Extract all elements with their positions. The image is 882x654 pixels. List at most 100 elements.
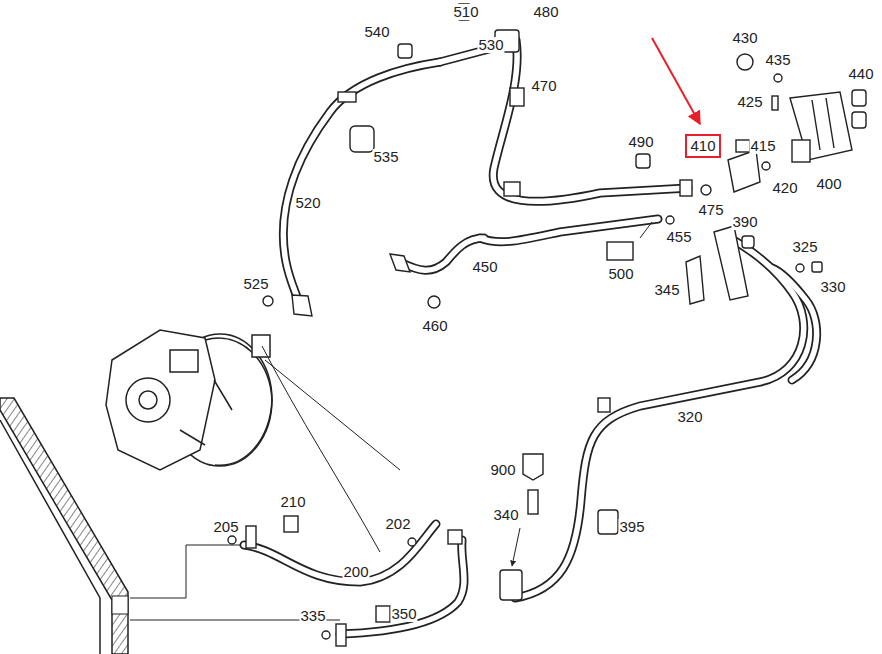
callout-number: 540 <box>363 24 390 40</box>
hose-line <box>493 40 688 201</box>
callout-number: 435 <box>764 52 791 68</box>
callout-number: 510 <box>452 4 479 20</box>
fittings <box>228 4 866 646</box>
refrigerant-lines-inner <box>244 40 817 634</box>
callout-number: 490 <box>627 134 654 150</box>
callout-number: 470 <box>530 78 557 94</box>
o-ring <box>701 185 711 195</box>
clamp <box>350 126 374 152</box>
washer <box>774 74 782 82</box>
compressor-detail <box>214 380 232 410</box>
block-fitting <box>792 140 810 162</box>
compressor-pulley <box>126 378 170 422</box>
callout-number: 325 <box>791 239 818 255</box>
refrigerant-lines <box>244 40 817 634</box>
callout-number: 205 <box>212 519 239 535</box>
o-ring <box>796 264 804 272</box>
leader-line <box>262 346 380 552</box>
pressure-sensor <box>528 490 538 514</box>
callout-number: 455 <box>665 229 692 245</box>
service-valve <box>500 570 522 600</box>
hose-inner <box>493 40 688 201</box>
bolt <box>772 96 778 110</box>
port <box>448 530 462 544</box>
callout-number: 410 <box>690 138 715 154</box>
fin-line <box>826 98 834 148</box>
leader-line <box>265 360 400 470</box>
hose-inner <box>244 524 436 582</box>
condenser-port <box>112 596 128 614</box>
callout-number: 330 <box>819 279 846 295</box>
hose-line <box>340 540 464 634</box>
callout-number: 430 <box>731 30 758 46</box>
port-cap <box>852 90 866 106</box>
callout-number: 440 <box>847 66 874 82</box>
sleeve <box>510 88 524 106</box>
hose-inner <box>340 540 464 634</box>
callout-number: 900 <box>489 462 516 478</box>
callout-number: 520 <box>294 195 321 211</box>
callout-number: 425 <box>736 94 763 110</box>
nut <box>742 236 754 248</box>
leader-line <box>640 222 652 238</box>
o-ring <box>408 538 416 546</box>
callout-number: 320 <box>676 409 703 425</box>
hose-inner <box>772 268 817 380</box>
compressor-valve <box>170 350 198 372</box>
o-ring <box>322 631 330 639</box>
flange <box>246 526 256 548</box>
sleeve <box>598 510 618 534</box>
expansion-valve <box>728 150 760 192</box>
compressor-head <box>106 330 215 470</box>
condenser-core <box>0 398 128 654</box>
hose-inner <box>515 236 804 598</box>
valve-stud <box>736 140 750 152</box>
pointer-arrow <box>652 38 700 124</box>
leader-lines <box>130 222 652 620</box>
condenser <box>0 398 128 654</box>
callout-number: 415 <box>749 138 776 154</box>
flange <box>292 295 312 316</box>
callout-number: 500 <box>607 266 634 282</box>
callout-number: 345 <box>653 282 680 298</box>
callout-number: 340 <box>492 507 519 523</box>
callout-number: 420 <box>771 180 798 196</box>
callout-number: 530 <box>477 37 504 53</box>
callout-number: 460 <box>421 318 448 334</box>
callout-number: 535 <box>372 149 399 165</box>
o-ring <box>666 216 674 224</box>
nut <box>636 154 650 168</box>
callout-number: 200 <box>342 564 369 580</box>
callout-number: 350 <box>390 606 417 622</box>
bracket <box>686 256 704 304</box>
compressor-port <box>252 335 270 357</box>
callout-number: 475 <box>697 202 724 218</box>
hose-line <box>480 219 658 242</box>
callout-number: 450 <box>471 259 498 275</box>
callout-number: 480 <box>532 4 559 20</box>
compressor-detail <box>180 430 205 445</box>
nut <box>428 296 440 308</box>
o-ring <box>263 296 273 306</box>
hose-line <box>515 236 804 598</box>
condenser-frame <box>0 420 100 654</box>
compressor <box>106 330 272 470</box>
sleeve <box>504 182 520 196</box>
hose-line <box>244 524 436 582</box>
highlight-box: 410 <box>685 134 721 158</box>
callout-number: 400 <box>815 176 842 192</box>
port <box>598 398 610 412</box>
nut <box>398 44 412 58</box>
callout-number: 390 <box>731 214 758 230</box>
clip <box>284 516 298 532</box>
cap <box>812 262 822 272</box>
leader-line <box>130 545 240 598</box>
washer <box>737 54 753 70</box>
callout-number: 202 <box>384 516 411 532</box>
compressor-hub <box>139 391 157 409</box>
clip <box>376 606 390 622</box>
o-ring <box>762 162 770 170</box>
callout-number: 525 <box>242 276 269 292</box>
connector-plug <box>523 454 543 480</box>
